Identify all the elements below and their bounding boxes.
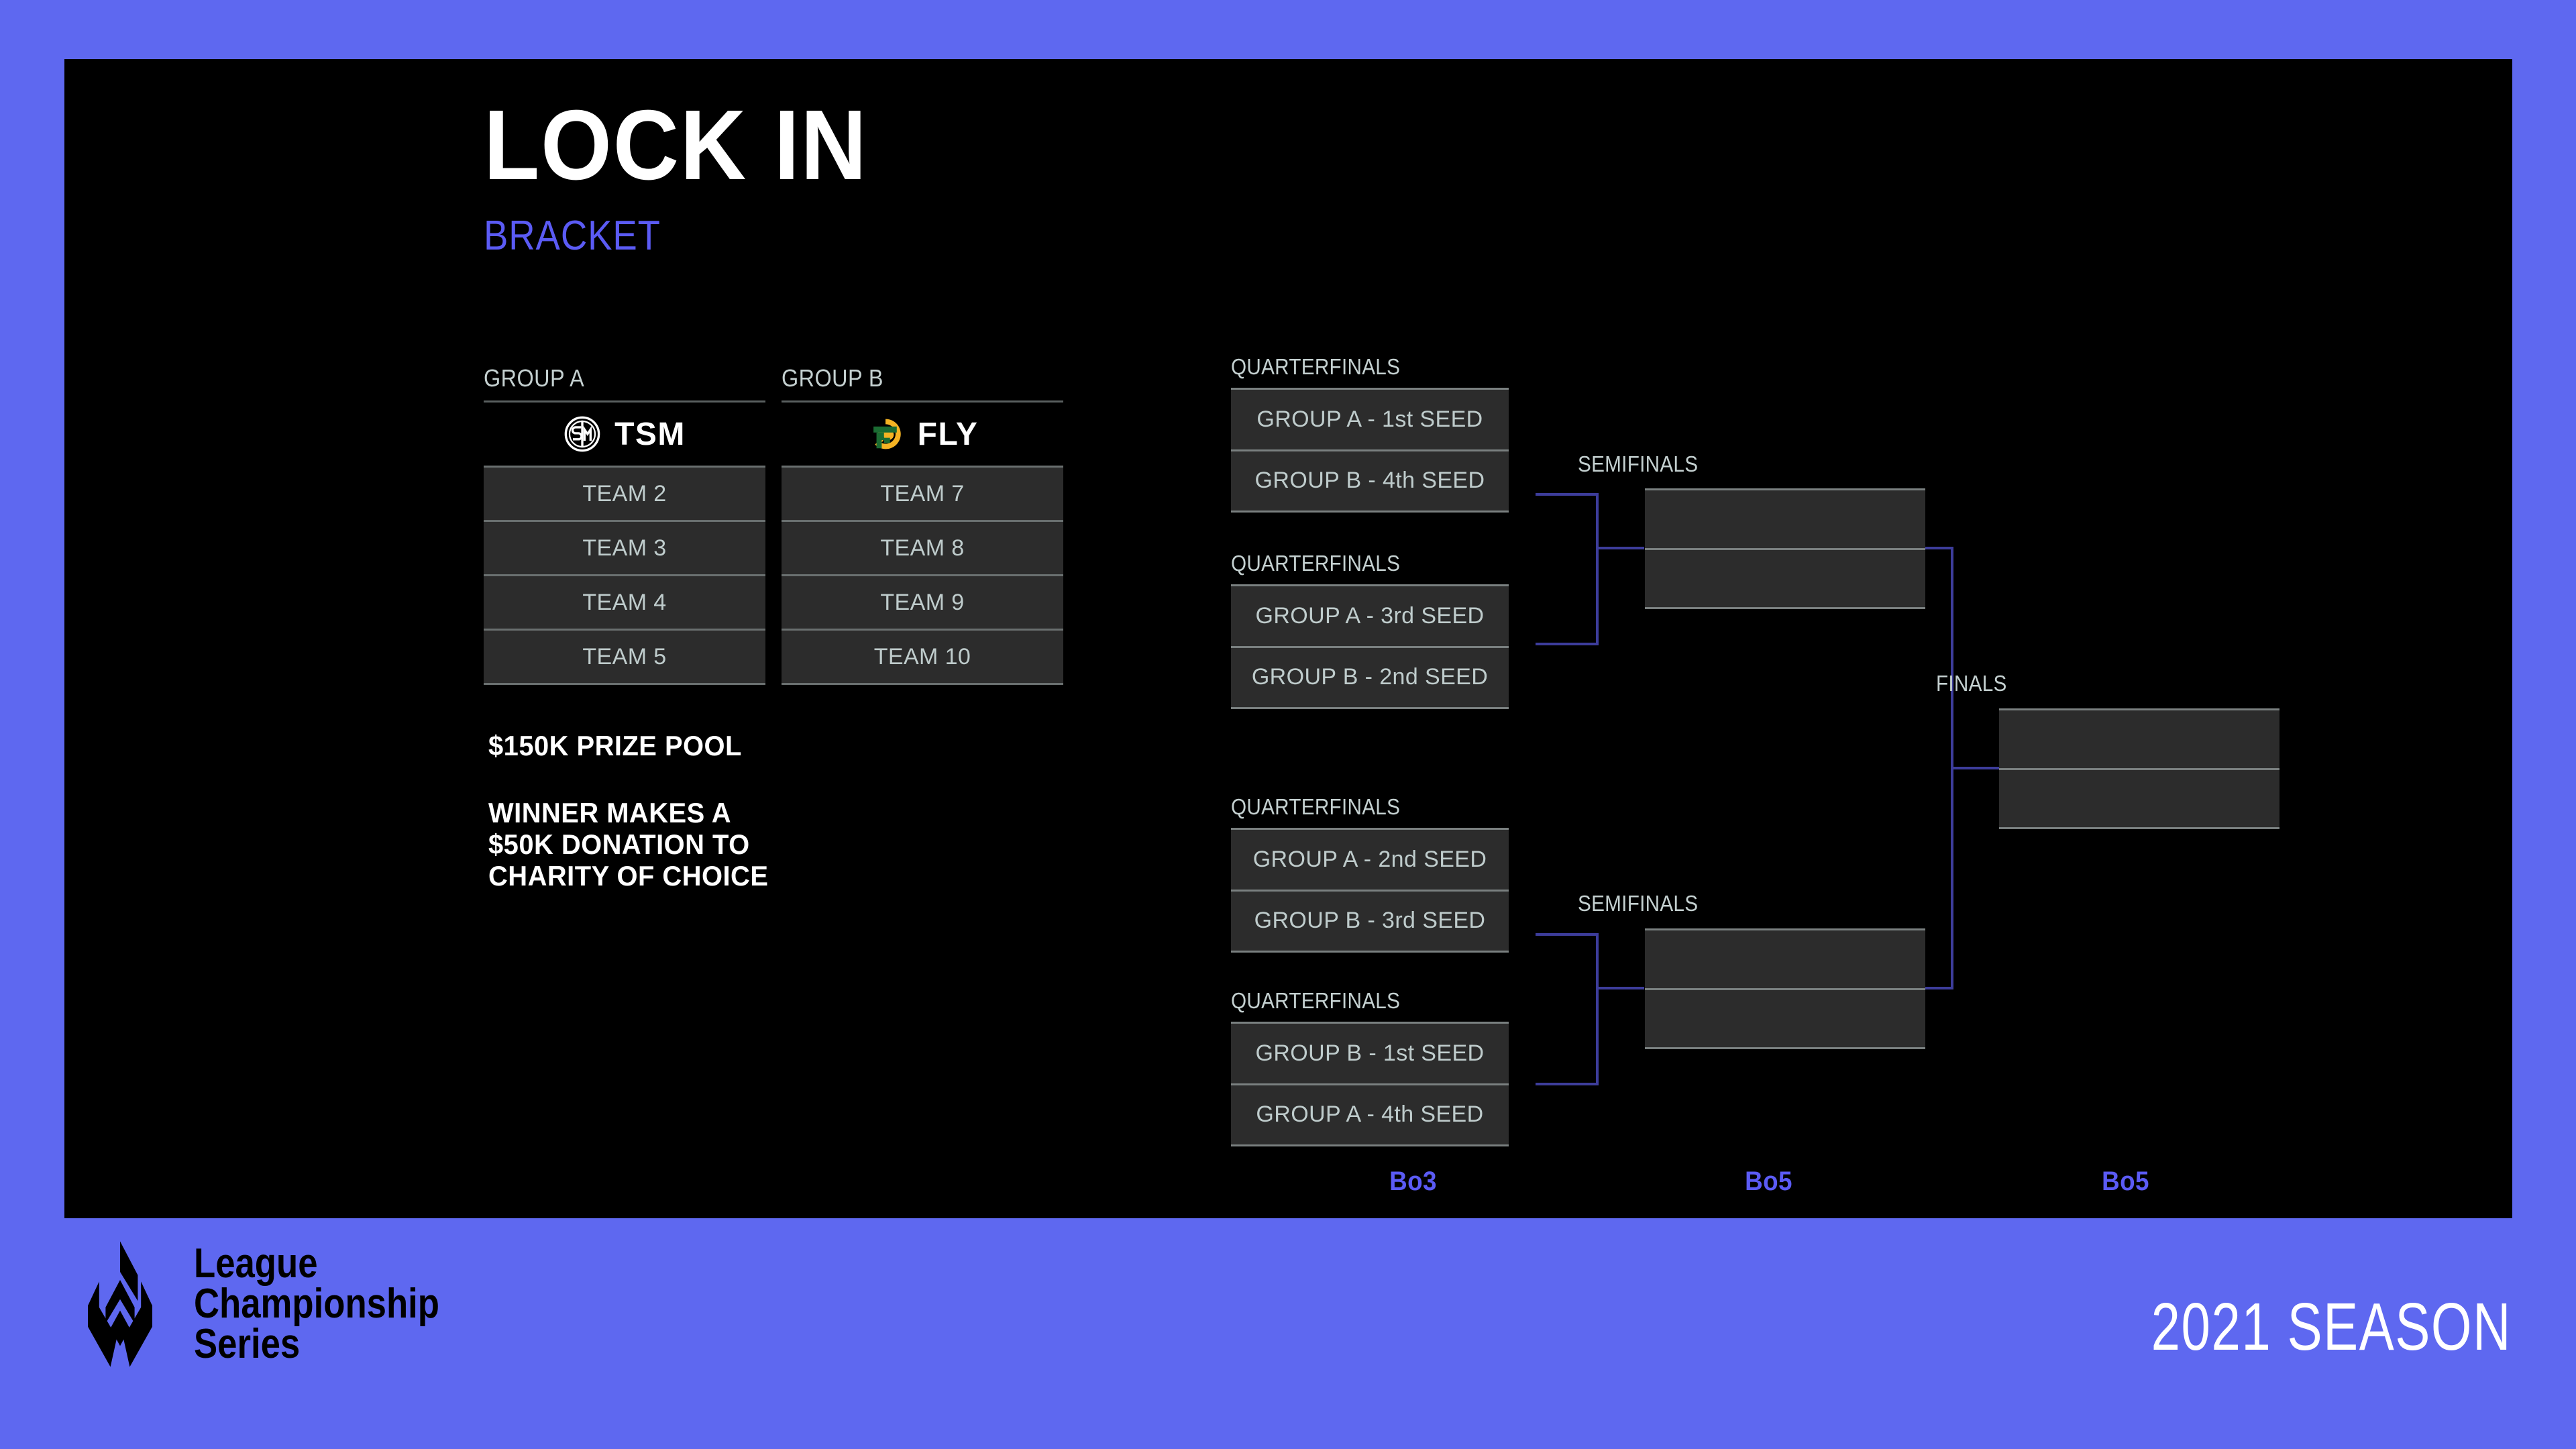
match-slot-bottom[interactable] [1999,767,2279,828]
page-subtitle: BRACKET [484,213,661,259]
match-slot-top[interactable] [1999,710,2279,768]
match-slot-top[interactable] [1645,490,1925,548]
match-finals[interactable] [1999,708,2279,829]
group-a-rule [484,400,765,402]
connector-line [1907,547,1953,549]
match-quarterfinal-4[interactable]: GROUP B - 1st SEED GROUP A - 4th SEED [1231,1022,1509,1146]
match-semifinal-1[interactable] [1645,488,1925,609]
title-block: LOCK IN BRACKET [484,96,901,257]
match-slot-top[interactable]: GROUP A - 3rd SEED [1255,602,1485,629]
round-label-quarterfinals: QUARTERFINALS [1231,551,1401,576]
lcs-wordmark: League Championship Series [194,1240,439,1368]
match-slot-top[interactable] [1645,930,1925,988]
match-slot-top[interactable]: GROUP A - 1st SEED [1256,406,1483,432]
group-a-row[interactable]: TEAM 2 [484,466,765,520]
group-a-column: GROUP A TSM TEAM 2 TEAM 3 TEAM 4 TEAM 5 [484,364,765,685]
match-slot-bottom[interactable]: GROUP B - 4th SEED [1231,449,1509,511]
round-label-quarterfinals: QUARTERFINALS [1231,988,1401,1013]
round-label-quarterfinals: QUARTERFINALS [1231,794,1401,819]
tournament-bracket: QUARTERFINALS GROUP A - 1st SEED GROUP B… [64,59,2512,1218]
match-slot-bottom[interactable]: GROUP A - 4th SEED [1231,1083,1509,1145]
match-slot-top[interactable]: GROUP B - 1st SEED [1255,1040,1485,1066]
charity-donation-text: WINNER MAKES A $50K DONATION TO CHARITY … [488,797,769,892]
group-a-label: GROUP A [484,364,585,392]
round-label-semifinals: SEMIFINALS [1578,891,1699,916]
group-b-seed-1[interactable]: FLY [782,402,1063,466]
round-label-semifinals: SEMIFINALS [1578,451,1699,476]
match-slot-bottom[interactable] [1645,547,1925,608]
match-slot-top[interactable]: GROUP A - 2nd SEED [1252,846,1487,872]
lcs-logo-group: League Championship Series [70,1240,483,1368]
match-slot-bottom[interactable]: GROUP B - 2nd SEED [1231,645,1509,708]
group-b-rule [782,400,1063,402]
series-format-finals: Bo5 [2102,1167,2149,1196]
connector-line [1536,493,1599,496]
connector-line [1536,933,1599,936]
prize-info: $150K PRIZE POOL WINNER MAKES A $50K DON… [488,730,783,892]
group-a-seed-1-tag: TSM [614,416,686,452]
prize-pool-text: $150K PRIZE POOL [488,730,742,761]
connector-line [1907,987,1953,989]
group-a-row[interactable]: TEAM 3 [484,520,765,574]
connector-line [1536,1083,1599,1085]
group-a-seed-1[interactable]: TSM [484,402,765,466]
group-b-seed-1-tag: FLY [917,416,979,452]
main-stage: LOCK IN BRACKET GROUP A TSM TEAM 2 TEAM … [64,59,2512,1218]
group-a-row[interactable]: TEAM 4 [484,574,765,629]
round-label-quarterfinals: QUARTERFINALS [1231,354,1401,379]
group-b-row[interactable]: TEAM 9 [782,574,1063,629]
connector-line [1596,933,1599,1085]
group-b-row[interactable]: TEAM 8 [782,520,1063,574]
group-b-column: GROUP B FLY TEAM 7 TEAM 8 TEAM 9 TEAM 10 [782,364,1063,685]
flyquest-logo-icon [873,419,901,449]
group-a-row[interactable]: TEAM 5 [484,629,765,685]
group-b-row[interactable]: TEAM 10 [782,629,1063,685]
group-b-row[interactable]: TEAM 7 [782,466,1063,520]
season-label: 2021 SEASON [2151,1289,2512,1364]
tsm-logo-icon [564,416,600,452]
match-slot-bottom[interactable]: GROUP B - 3rd SEED [1231,889,1509,951]
match-slot-bottom[interactable] [1645,987,1925,1048]
match-quarterfinal-2[interactable]: GROUP A - 3rd SEED GROUP B - 2nd SEED [1231,584,1509,709]
match-semifinal-2[interactable] [1645,928,1925,1049]
page-title: LOCK IN [484,90,868,201]
connector-line [1951,767,1999,769]
lcs-logo-icon [88,1241,152,1367]
connector-line [1596,987,1644,989]
match-quarterfinal-1[interactable]: GROUP A - 1st SEED GROUP B - 4th SEED [1231,388,1509,513]
series-format-semifinals: Bo5 [1745,1167,1792,1196]
connector-line [1596,547,1644,549]
series-format-quarterfinals: Bo3 [1389,1167,1437,1196]
connector-line [1596,493,1599,645]
group-b-label: GROUP B [782,364,883,392]
round-label-finals: FINALS [1936,671,2007,696]
connector-line [1536,643,1599,645]
group-standings: GROUP A TSM TEAM 2 TEAM 3 TEAM 4 TEAM 5 … [484,364,1063,685]
match-quarterfinal-3[interactable]: GROUP A - 2nd SEED GROUP B - 3rd SEED [1231,828,1509,953]
